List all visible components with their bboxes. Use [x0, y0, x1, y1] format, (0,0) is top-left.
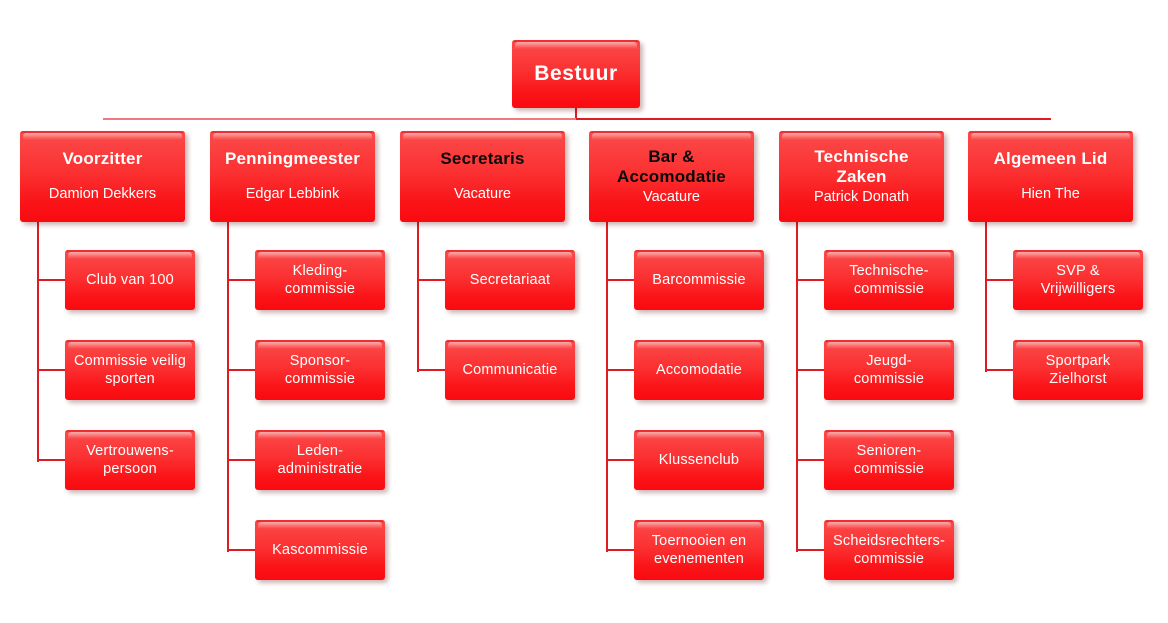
level1-bus-left [102, 118, 576, 120]
leaf-title-2-1: Communicatie [462, 361, 558, 378]
branch-title-0: Voorzitter [62, 149, 143, 169]
leaf-stub-4-2 [797, 459, 824, 461]
branch-spine-0 [37, 222, 39, 462]
leaf-title-1-3: Kascommissie [272, 541, 368, 558]
node-leaf-1-3[interactable]: Kascommissie [255, 520, 385, 580]
leaf-title-0-2: Vertrouwens-persoon [86, 442, 174, 477]
leaf-stub-5-0 [986, 279, 1013, 281]
leaf-stub-4-3 [797, 549, 824, 551]
node-leaf-1-0[interactable]: Kleding-commissie [255, 250, 385, 310]
leaf-stub-3-3 [607, 549, 634, 551]
leaf-stub-5-1 [986, 369, 1013, 371]
leaf-stub-0-2 [38, 459, 65, 461]
leaf-title-3-1: Accomodatie [655, 361, 743, 378]
leaf-stub-3-2 [607, 459, 634, 461]
leaf-stub-1-3 [228, 549, 255, 551]
node-leaf-4-0[interactable]: Technische-commissie [824, 250, 954, 310]
branch-spine-4 [796, 222, 798, 552]
node-root[interactable]: Bestuur [512, 40, 640, 108]
node-leaf-4-2[interactable]: Senioren-commissie [824, 430, 954, 490]
branch-person-5: Hien The [1021, 186, 1080, 203]
leaf-title-4-0: Technische-commissie [849, 262, 929, 297]
leaf-stub-3-0 [607, 279, 634, 281]
leaf-title-1-2: Leden-administratie [277, 442, 363, 477]
leaf-title-4-3: Scheidsrechters-commissie [833, 532, 945, 567]
branch-title-2: Secretaris [440, 149, 525, 169]
leaf-title-1-1: Sponsor-commissie [284, 352, 356, 387]
node-leaf-2-1[interactable]: Communicatie [445, 340, 575, 400]
node-leaf-3-2[interactable]: Klussenclub [634, 430, 764, 490]
leaf-stub-4-1 [797, 369, 824, 371]
leaf-title-5-0: SVP &Vrijwilligers [1040, 262, 1116, 297]
leaf-title-2-0: Secretariaat [469, 271, 551, 288]
leaf-title-3-0: Barcommissie [652, 271, 746, 288]
leaf-stub-2-1 [418, 369, 445, 371]
branch-title-5: Algemeen Lid [993, 149, 1108, 169]
leaf-title-1-0: Kleding-commissie [284, 262, 356, 297]
leaf-stub-1-0 [228, 279, 255, 281]
branch-spine-5 [985, 222, 987, 372]
node-leaf-1-2[interactable]: Leden-administratie [255, 430, 385, 490]
node-leaf-4-3[interactable]: Scheidsrechters-commissie [824, 520, 954, 580]
branch-title-3: Bar &Accomodatie [617, 146, 726, 186]
leaf-title-0-0: Club van 100 [86, 271, 174, 288]
leaf-title-4-1: Jeugd-commissie [853, 352, 925, 387]
root-stem [575, 108, 577, 120]
leaf-stub-2-0 [418, 279, 445, 281]
node-leaf-1-1[interactable]: Sponsor-commissie [255, 340, 385, 400]
root-title: Bestuur [534, 61, 618, 85]
branch-title-1: Penningmeester [224, 149, 361, 169]
branch-spine-1 [227, 222, 229, 552]
level1-bus-right [576, 118, 1051, 120]
node-leaf-3-1[interactable]: Accomodatie [634, 340, 764, 400]
leaf-stub-3-1 [607, 369, 634, 371]
branch-person-1: Edgar Lebbink [245, 186, 340, 203]
node-leaf-3-0[interactable]: Barcommissie [634, 250, 764, 310]
branch-spine-3 [606, 222, 608, 552]
branch-person-4: Patrick Donath [813, 188, 910, 205]
node-leaf-5-0[interactable]: SVP &Vrijwilligers [1013, 250, 1143, 310]
branch-spine-2 [417, 222, 419, 372]
leaf-stub-0-0 [38, 279, 65, 281]
node-leaf-0-2[interactable]: Vertrouwens-persoon [65, 430, 195, 490]
node-leaf-4-1[interactable]: Jeugd-commissie [824, 340, 954, 400]
node-leaf-0-0[interactable]: Club van 100 [65, 250, 195, 310]
branch-person-2: Vacature [454, 186, 511, 203]
leaf-stub-1-2 [228, 459, 255, 461]
leaf-title-3-2: Klussenclub [658, 451, 740, 468]
branch-person-3: Vacature [643, 188, 700, 205]
leaf-title-4-2: Senioren-commissie [853, 442, 925, 477]
leaf-stub-4-0 [797, 279, 824, 281]
leaf-stub-1-1 [228, 369, 255, 371]
node-leaf-2-0[interactable]: Secretariaat [445, 250, 575, 310]
branch-person-0: Damion Dekkers [48, 186, 157, 203]
leaf-stub-0-1 [38, 369, 65, 371]
